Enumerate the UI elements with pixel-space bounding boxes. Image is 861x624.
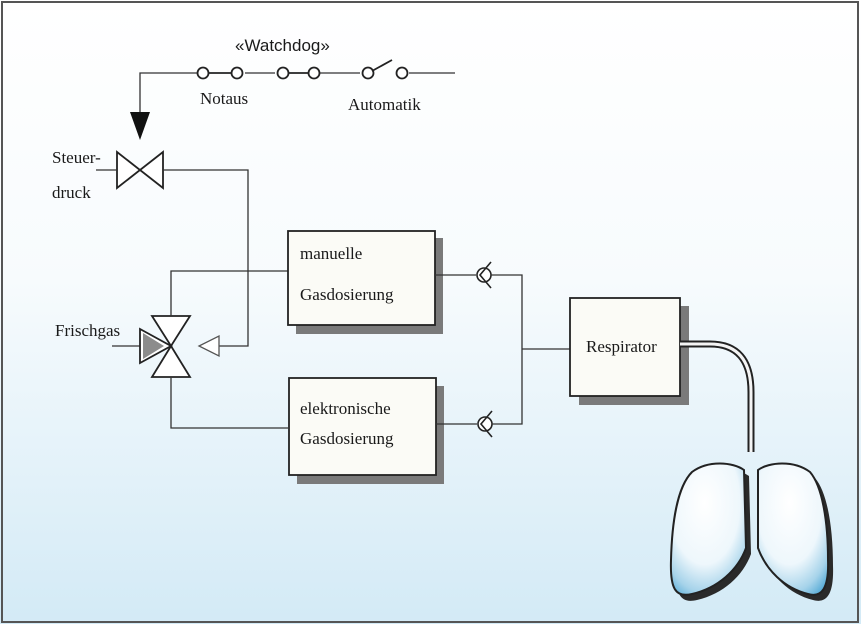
lungs-icon — [669, 462, 834, 601]
respirator-label: Respirator — [586, 337, 657, 356]
electronic-box-label-line1: elektronische — [300, 399, 391, 418]
manual-box-label-line1: manuelle — [300, 244, 362, 263]
notaus-label: Notaus — [200, 89, 248, 108]
automatik-switch — [361, 59, 409, 80]
watchdog-chain: «Watchdog» Notaus Automatik — [139, 36, 455, 114]
manual-box-label-line2: Gasdosierung — [300, 285, 394, 304]
control-arrow-icon — [130, 112, 150, 140]
pilot-triangle-icon — [197, 334, 220, 358]
watchdog-switch — [276, 66, 321, 80]
electronic-dosing-box: elektronische Gasdosierung — [288, 377, 444, 484]
respirator-box: Respirator — [569, 297, 689, 405]
hose-icon — [680, 340, 755, 452]
fresh-gas-3way-valve-icon — [139, 315, 192, 378]
electronic-box-label-line2: Gasdosierung — [300, 429, 394, 448]
steuerdruck-label-line2: druck — [52, 183, 91, 202]
frischgas-label: Frischgas — [55, 321, 120, 340]
steuerdruck-label-line1: Steuer- — [52, 148, 101, 167]
notaus-switch — [196, 66, 244, 80]
manual-dosing-box: manuelle Gasdosierung — [287, 230, 443, 334]
automatik-label: Automatik — [348, 95, 421, 114]
watchdog-label: «Watchdog» — [235, 36, 330, 55]
